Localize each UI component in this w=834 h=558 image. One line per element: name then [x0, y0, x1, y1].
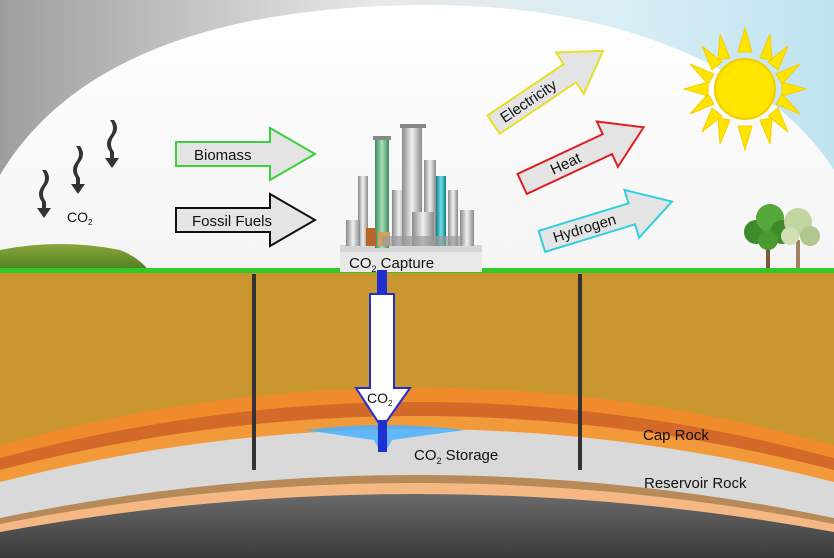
- injection-pipe-bottom: [378, 420, 387, 452]
- co2-storage-label: CO2 Storage: [414, 447, 498, 466]
- co2-down-arrows: [37, 120, 119, 218]
- sun-icon: [682, 26, 808, 152]
- co2-capture-label: CO2 Capture: [349, 255, 434, 274]
- co2-arrow-icon: [71, 146, 85, 194]
- deep-rock-layer: [0, 494, 834, 558]
- fossil-fuels-label: Fossil Fuels: [192, 213, 272, 230]
- trees-icon: [744, 204, 820, 268]
- fossil-fuels-arrow: [175, 192, 317, 248]
- injection-pipe-top: [377, 270, 387, 296]
- co2-arrow-icon: [105, 120, 119, 168]
- well-right: [578, 274, 582, 470]
- co2-injection-label: CO2: [367, 390, 393, 408]
- co2-arrow-icon: [37, 170, 51, 218]
- capture-label-box: [340, 252, 482, 272]
- biomass-label: Biomass: [194, 147, 252, 164]
- cap-rock-label: Cap Rock: [643, 427, 709, 444]
- co2-atmosphere-label: CO2: [67, 209, 93, 227]
- biomass-arrow: [175, 126, 317, 182]
- co2-injection-arrow: [354, 293, 412, 430]
- reservoir-rock-label: Reservoir Rock: [644, 475, 747, 492]
- grass-hill: [0, 244, 150, 272]
- well-left: [252, 274, 256, 470]
